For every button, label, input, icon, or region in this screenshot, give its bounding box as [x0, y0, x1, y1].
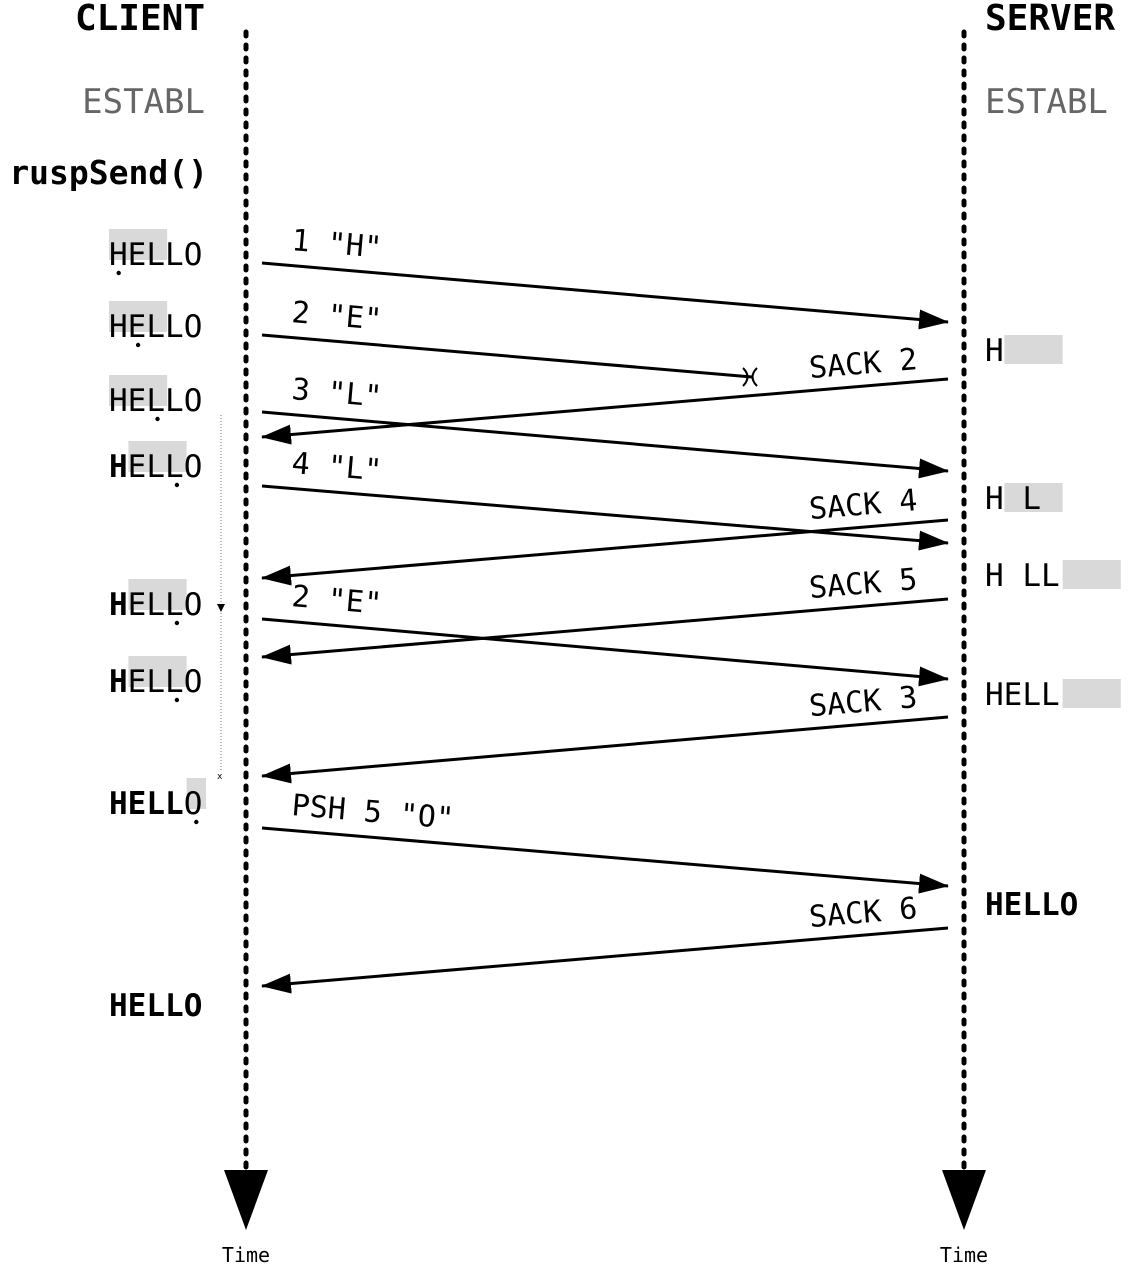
- message-line: [261, 617, 949, 687]
- client-buffer: HELLO: [109, 441, 202, 488]
- in-flight-window: [128, 441, 187, 472]
- message-line: [261, 518, 949, 586]
- send-pointer-dot: [174, 620, 180, 626]
- server-buffer: H LL: [985, 558, 1121, 594]
- message-label: SACK 4: [808, 483, 919, 527]
- client-buffer: HELLO: [109, 375, 202, 422]
- client-buffer: HELLO: [109, 656, 202, 703]
- server-buffer-text: HELL: [985, 677, 1060, 713]
- message-arrow: 1 "H": [261, 223, 949, 330]
- server-state: ESTABL: [985, 82, 1108, 122]
- client-buffer-text: HELLO: [109, 786, 202, 822]
- server-buffer-text: H: [985, 333, 1004, 369]
- receive-window-gap: [1062, 679, 1121, 708]
- message-label: SACK 2: [808, 342, 919, 386]
- in-flight-window: [109, 229, 168, 260]
- message-label: 2 "E": [290, 579, 383, 622]
- server-buffer: H L: [985, 481, 1063, 517]
- client-buffer: HELLO: [109, 988, 202, 1024]
- client-buffer: HELLO: [109, 579, 202, 626]
- message-line: [261, 926, 949, 994]
- client-buffer-text: HELLO: [109, 587, 202, 623]
- client-buffer-text: HELLO: [109, 237, 202, 273]
- send-pointer-dot: [174, 482, 180, 488]
- receive-window-gap: [1004, 335, 1063, 364]
- server-title: SERVER: [985, 0, 1115, 39]
- server-buffer-text: HELLO: [985, 887, 1078, 923]
- receive-window-gap: [1062, 560, 1121, 589]
- server-time-label: Time: [940, 1243, 988, 1264]
- client-buffer: HELLO: [109, 778, 206, 825]
- client-call: ruspSend(): [9, 153, 208, 192]
- message-label: SACK 3: [808, 680, 919, 724]
- server-buffer: HELLO: [985, 887, 1078, 923]
- client-buffer-text: HELLO: [109, 988, 202, 1024]
- client-time-arrowhead: [224, 1170, 268, 1230]
- client-title: CLIENT: [75, 0, 205, 39]
- message-arrow: 2 "E": [261, 579, 949, 687]
- message-arrow: 3 "L": [261, 372, 949, 479]
- message-line: [261, 484, 949, 551]
- message-label: PSH 5 "O": [290, 788, 455, 837]
- message-label: SACK 6: [808, 891, 919, 935]
- send-pointer-dot: [116, 270, 121, 276]
- client-buffer-text: HELLO: [109, 449, 202, 485]
- message-label: 2 "E": [290, 295, 383, 338]
- client-buffer-text: HELLO: [109, 383, 202, 419]
- receive-window-gap: [1004, 483, 1063, 512]
- in-flight-window: [109, 375, 168, 406]
- message-arrow: 2 "E": [261, 295, 753, 379]
- in-flight-window: [128, 656, 187, 687]
- message-arrow: 4 "L": [261, 446, 949, 551]
- message-line: [261, 715, 949, 784]
- server-buffer-text: H LL: [985, 558, 1060, 594]
- message-line: [261, 597, 949, 665]
- client-buffer: HELLO: [109, 301, 202, 348]
- message-line: [261, 261, 949, 330]
- message-line: [261, 826, 949, 894]
- send-pointer-dot: [155, 416, 160, 422]
- in-flight-window: [186, 778, 206, 809]
- retransmit-timer-arrowhead: [217, 604, 225, 612]
- message-label: 3 "L": [290, 372, 383, 415]
- message-arrow: SACK 3: [261, 680, 949, 784]
- message-arrow: SACK 4: [261, 483, 949, 586]
- client-state: ESTABL: [82, 82, 205, 122]
- message-line: [261, 377, 949, 445]
- server-time-arrowhead: [942, 1170, 986, 1230]
- client-time-label: Time: [222, 1243, 270, 1264]
- send-pointer-dot: [135, 342, 141, 348]
- client-buffer-text: HELLO: [109, 309, 202, 345]
- in-flight-window: [128, 579, 187, 610]
- client-buffer: HELLO: [109, 229, 202, 276]
- message-label: SACK 5: [808, 562, 919, 606]
- message-label: 1 "H": [290, 223, 383, 266]
- timer-expiry-mark: x: [217, 772, 223, 782]
- message-arrow: PSH 5 "O": [261, 788, 949, 894]
- lost-packet-line: [261, 333, 753, 379]
- message-line: [261, 410, 949, 479]
- server-buffer-text: H L: [985, 481, 1041, 517]
- message-arrow: SACK 6: [261, 891, 949, 994]
- send-pointer-dot: [194, 819, 199, 825]
- server-buffer: HELL: [985, 677, 1121, 713]
- in-flight-window: [109, 301, 168, 332]
- server-buffer: H: [985, 333, 1063, 369]
- send-pointer-dot: [174, 697, 180, 703]
- message-label: 4 "L": [290, 446, 383, 488]
- client-buffer-text: HELLO: [109, 664, 202, 700]
